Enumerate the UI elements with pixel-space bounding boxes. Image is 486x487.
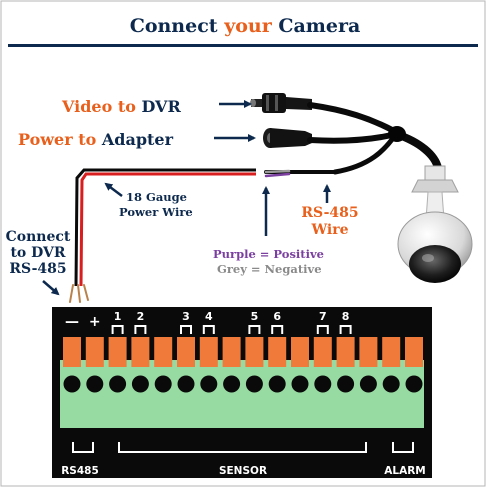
negative-label: Grey = Negative [217, 262, 322, 276]
terminal-screw-hole [405, 375, 423, 393]
terminal-8 [222, 337, 241, 393]
terminal-label: — [65, 314, 79, 330]
terminal-label: 6 [273, 310, 281, 323]
terminal-clamp [108, 337, 127, 367]
terminal-clamp [199, 337, 218, 367]
terminal-12: 7 [313, 310, 332, 393]
rs485-wire-pair [264, 169, 337, 178]
terminal-clamp [85, 337, 104, 367]
video-to-dvr-label: Video to DVR [61, 97, 181, 116]
positive-label: Purple = Positive [213, 247, 324, 261]
terminal-11 [291, 337, 309, 393]
dc-power-connector [263, 128, 312, 148]
gauge-arrow [104, 182, 123, 197]
terminal-bracket [316, 325, 329, 334]
sensor-group-label: SENSOR [219, 465, 267, 477]
terminal-clamp [336, 337, 355, 367]
terminal-7: 4 [199, 310, 218, 393]
terminal-label: 1 [114, 310, 122, 323]
gauge-label-line1: 18 Gauge [126, 190, 187, 204]
terminal-9: 5 [245, 310, 264, 393]
terminal-clamp [405, 337, 423, 367]
terminal-bracket [180, 325, 192, 334]
terminal-label: + [89, 314, 101, 330]
connect-dvr-arrow [42, 280, 60, 296]
terminal-16 [405, 337, 423, 393]
terminal-4: 2 [131, 310, 150, 393]
terminal-clamp [291, 337, 309, 367]
power-wire [74, 168, 256, 287]
terminal-bracket [271, 325, 284, 334]
terminal-1: — [63, 314, 81, 393]
terminal-14 [359, 337, 378, 393]
terminal-bracket [339, 325, 352, 334]
cable-junction [388, 126, 406, 142]
terminal-clamp [154, 337, 173, 367]
terminal-clamp [177, 337, 195, 367]
terminal-screw-hole [154, 375, 172, 393]
terminal-screw-hole [382, 375, 400, 393]
terminal-screw-hole [86, 375, 104, 393]
terminal-screw-hole [177, 375, 195, 393]
terminal-clamp [359, 337, 378, 367]
terminal-label: 3 [182, 310, 190, 323]
rs485-wire-label-line2: Wire [310, 222, 348, 238]
terminal-clamp [268, 337, 287, 367]
gauge-label-line2: Power Wire [119, 205, 193, 219]
terminal-screw-hole [63, 375, 81, 393]
terminal-10: 6 [268, 310, 287, 393]
terminal-screw-hole [337, 375, 355, 393]
terminal-6: 3 [177, 310, 195, 393]
terminal-green-base [60, 360, 424, 428]
bnc-video-connector [250, 93, 312, 113]
terminal-13: 8 [336, 310, 355, 393]
rs485-group-label: RS485 [61, 465, 99, 477]
title-divider [8, 44, 478, 47]
dome-camera [397, 165, 473, 283]
terminal-label: 5 [251, 310, 259, 323]
terminal-label: 7 [319, 310, 327, 323]
terminal-2: + [85, 314, 104, 393]
terminal-clamp [382, 337, 401, 367]
power-to-adapter-label: Power to Adapter [18, 130, 174, 149]
terminal-screw-hole [245, 375, 263, 393]
terminal-clamp [313, 337, 332, 367]
terminal-screw-hole [109, 375, 127, 393]
connect-dvr-line2: to DVR [10, 245, 65, 261]
alarm-group-label: ALARM [384, 465, 425, 477]
connect-dvr-line3: RS-485 [9, 261, 66, 277]
terminal-screw-hole [359, 375, 377, 393]
terminal-screw-hole [268, 375, 286, 393]
terminal-15 [382, 337, 401, 393]
terminal-screw-hole [200, 375, 218, 393]
terminal-strip: — +1 2 3 4 5 6 7 8 [63, 310, 423, 393]
connect-dvr-line1: Connect [6, 229, 71, 245]
terminal-label: 8 [342, 310, 350, 323]
terminal-bracket [202, 325, 215, 334]
wire-end-leads [69, 284, 89, 303]
terminal-clamp [63, 337, 81, 367]
terminal-bracket [248, 325, 261, 334]
terminal-screw-hole [291, 375, 309, 393]
terminal-screw-hole [131, 375, 149, 393]
terminal-clamp [131, 337, 150, 367]
group-brackets [72, 442, 414, 453]
terminal-bracket [134, 325, 147, 334]
page-title: Connect your Camera [130, 15, 361, 37]
terminal-3: 1 [108, 310, 127, 393]
terminal-5 [154, 337, 173, 393]
rs485-wire-label-line1: RS-485 [301, 205, 358, 221]
terminal-screw-hole [314, 375, 332, 393]
terminal-label: 4 [205, 310, 213, 323]
terminal-bracket [111, 325, 124, 334]
terminal-clamp [245, 337, 264, 367]
terminal-clamp [222, 337, 241, 367]
terminal-screw-hole [223, 375, 241, 393]
terminal-label: 2 [137, 310, 145, 323]
